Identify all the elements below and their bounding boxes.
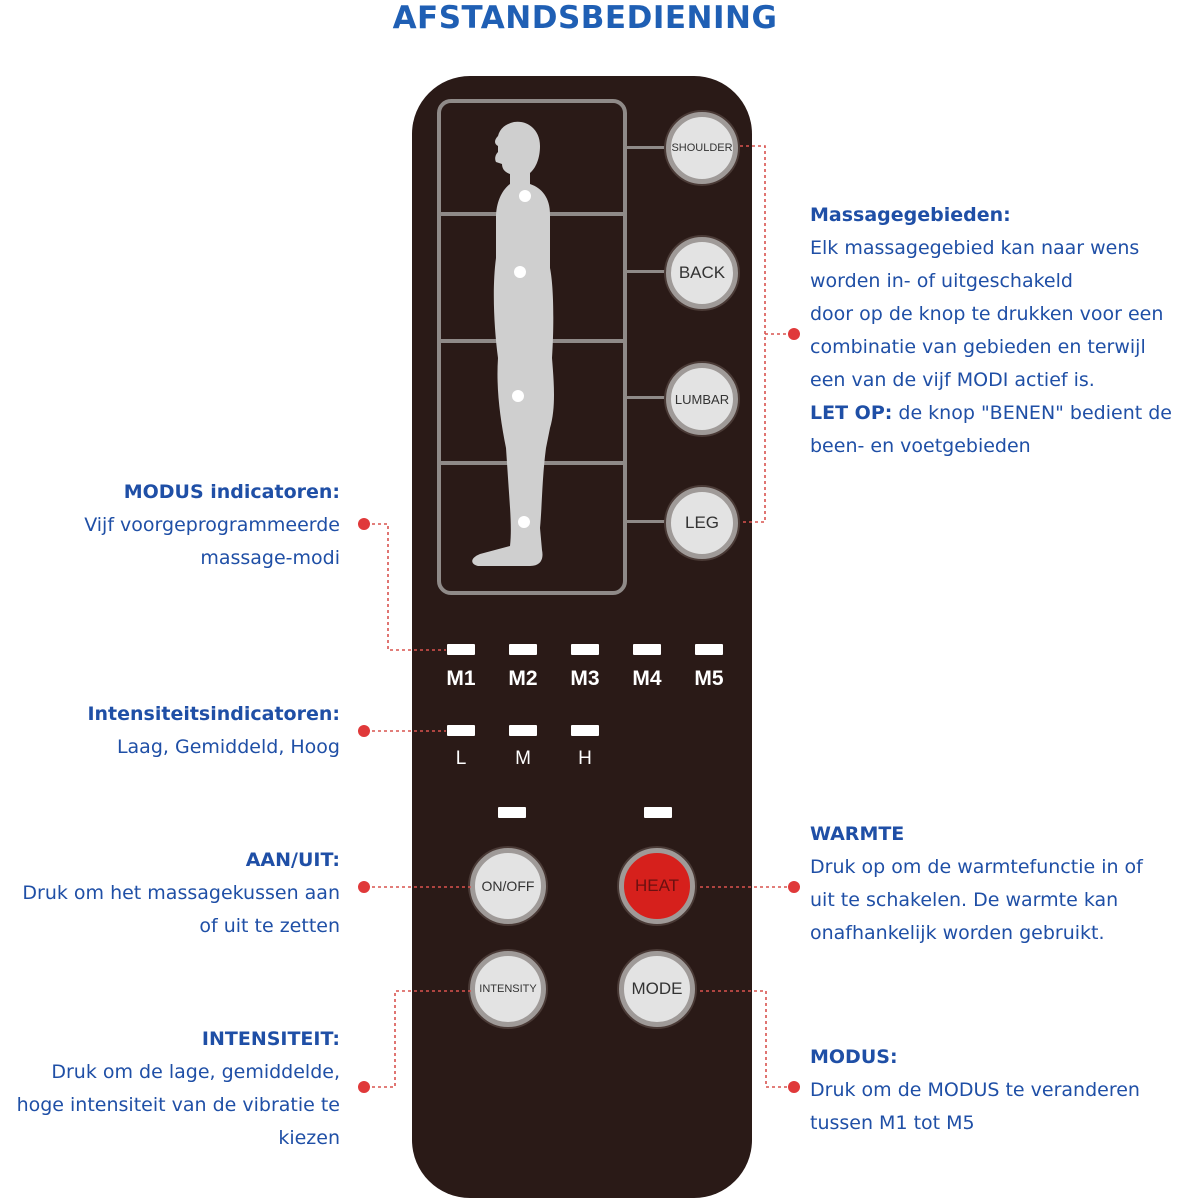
note-line: uit te schakelen. De warmte kan [810,889,1119,911]
note-heading: Massagegebieden: [810,204,1011,226]
mode-led [695,644,723,655]
intensity-note: INTENSITEIT: Druk om de lage, gemiddelde… [0,1023,340,1155]
mode-indicator-label: M3 [570,667,600,690]
leader-dot [788,881,800,893]
note-line: of uit te zetten [199,915,340,937]
leader-dot [788,328,800,340]
lumbar-connector [627,396,671,399]
note-line: door op de knop te drukken voor een [810,303,1164,325]
note-line: been- en voetgebieden [810,435,1031,457]
leader-dot [358,518,370,530]
leader-dot [358,1081,370,1093]
lumbar-button[interactable]: LUMBAR [666,363,738,435]
intensity-indicator-label: H [578,748,592,769]
intensity-indicator-label: L [455,748,467,769]
heat-button[interactable]: HEAT [619,848,695,924]
note-line: hoge intensiteit van de vibratie te [16,1094,340,1116]
note-heading: Intensiteitsindicatoren: [87,703,340,725]
mode-indicator-label: M4 [632,667,662,690]
note-line: Elk massagegebied kan naar wens [810,237,1140,259]
shoulder-button[interactable]: SHOULDER [666,112,738,184]
mode-led [633,644,661,655]
shoulder-connector [627,146,671,149]
mode-led [571,644,599,655]
back-button[interactable]: BACK [666,237,738,309]
leader-dot [358,881,370,893]
mode-led [447,644,475,655]
note-warning-text: de knop "BENEN" bedient de [892,402,1172,424]
note-line: Druk om de lage, gemiddelde, [51,1061,340,1083]
leader-dot [788,1081,800,1093]
note-line: Druk om de MODUS te veranderen [810,1079,1140,1101]
mode-led [509,644,537,655]
note-line: massage-modi [200,547,340,569]
mode-indicators-note: MODUS indicatoren: Vijf voorgeprogrammee… [0,476,340,575]
intensity-indicators-note: Intensiteitsindicatoren: Laag, Gemiddeld… [0,698,340,764]
intensity-button[interactable]: INTENSITY [470,951,546,1027]
note-line: Druk op om de warmtefunctie in of [810,856,1143,878]
power-led [498,807,526,818]
note-heading: MODUS indicatoren: [123,481,340,503]
note-heading: MODUS: [810,1046,898,1068]
mode-indicator-label: M1 [446,667,476,690]
note-warning-label: LET OP: [810,402,893,424]
note-line: tussen M1 tot M5 [810,1112,975,1134]
note-heading: AAN/UIT: [245,849,340,871]
note-heading: INTENSITEIT: [201,1028,340,1050]
note-line: LET OP: de knop "BENEN" bedient de [810,397,1182,430]
heat-note: WARMTE Druk op om de warmtefunctie in of… [810,818,1182,950]
mode-indicator-label: M2 [508,667,538,690]
heat-led [644,807,672,818]
intensity-led [509,725,537,736]
intensity-led [447,725,475,736]
mode-note: MODUS: Druk om de MODUS te veranderen tu… [810,1041,1182,1140]
note-line: Vijf voorgeprogrammeerde [84,514,340,536]
note-line: worden in- of uitgeschakeld [810,270,1073,292]
massage-zones-note: Massagegebieden: Elk massagegebied kan n… [810,199,1182,463]
note-line: een van de vijf MODI actief is. [810,369,1095,391]
note-heading: WARMTE [810,823,905,845]
note-line: Laag, Gemiddeld, Hoog [116,736,340,758]
back-connector [627,270,671,273]
intensity-indicator-label: M [515,748,531,769]
intensity-led [571,725,599,736]
human-silhouette-icon [472,121,554,567]
leg-button[interactable]: LEG [666,487,738,559]
on-off-note: AAN/UIT: Druk om het massagekussen aan o… [0,844,340,943]
leg-connector [627,520,671,523]
page-title: AFSTANDSBEDIENING [392,0,778,36]
note-line: Druk om het massagekussen aan [22,882,340,904]
note-line: kiezen [278,1127,340,1149]
note-line: combinatie van gebieden en terwijl [810,336,1146,358]
on-off-button[interactable]: ON/OFF [470,848,546,924]
mode-indicator-label: M5 [694,667,724,690]
note-line: onafhankelijk worden gebruikt. [810,922,1105,944]
body-zone-panel [437,99,627,595]
leader-dot [358,725,370,737]
mode-button[interactable]: MODE [619,951,695,1027]
